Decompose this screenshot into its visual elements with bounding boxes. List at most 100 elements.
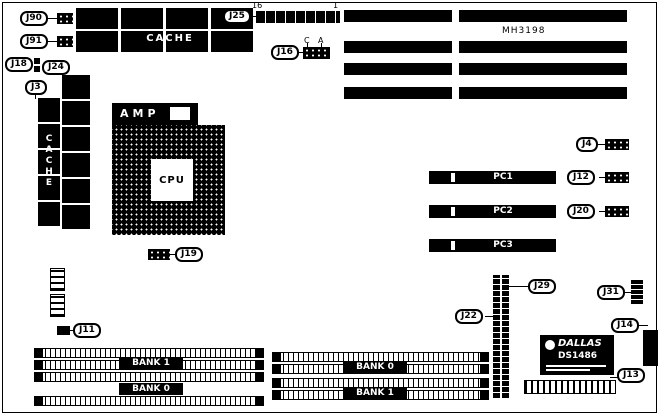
dallas-rtc-chip: DALLAS DS1486 — [540, 335, 614, 375]
callout-j12: J12 — [567, 170, 595, 185]
callout-j31: J31 — [597, 285, 625, 300]
pin-tick — [321, 43, 322, 47]
cache-chip — [62, 101, 90, 125]
callout-j90: J90 — [20, 11, 48, 26]
cache-chip — [38, 124, 60, 148]
isa-slot — [344, 63, 452, 75]
callout-j18: J18 — [5, 57, 33, 72]
callout-j24: J24 — [42, 60, 70, 75]
cpu-label: CPU — [159, 174, 185, 186]
callout-lead — [70, 330, 74, 331]
dallas-fineprint-mark — [546, 369, 590, 371]
simm-socket — [34, 396, 264, 406]
bank-label: BANK 1 — [119, 357, 183, 369]
callout-lead — [509, 286, 528, 287]
cache-chip — [38, 202, 60, 226]
isa-slot — [344, 10, 452, 22]
cache-chip — [121, 8, 163, 29]
pin-letter-c: C — [304, 36, 310, 45]
callout-lead — [299, 52, 303, 53]
callout-j20: J20 — [567, 204, 595, 219]
dallas-part: DS1486 — [558, 351, 598, 361]
cache-chip — [166, 31, 208, 52]
isa-slot — [459, 10, 627, 22]
connector-j12 — [605, 172, 629, 183]
pin-header-strip — [50, 268, 65, 291]
callout-lead — [485, 316, 493, 317]
slot-key-notch — [451, 173, 455, 182]
cache-chip — [62, 179, 90, 203]
callout-j13: J13 — [617, 368, 645, 383]
amp-chip: AMP — [112, 103, 198, 125]
cache-chip — [76, 31, 118, 52]
callout-lead — [638, 325, 648, 326]
callout-j3: J3 — [25, 80, 47, 95]
connector-j4 — [605, 139, 629, 150]
callout-j14: J14 — [611, 318, 639, 333]
callout-lead — [35, 95, 36, 99]
callout-lead — [251, 16, 256, 17]
pci-slot-label: PC2 — [493, 206, 513, 216]
amp-notch — [170, 107, 190, 120]
connector-j90 — [57, 13, 73, 24]
callout-lead — [623, 292, 631, 293]
callout-j29: J29 — [528, 279, 556, 294]
pin-letter-a: A — [318, 36, 324, 45]
cpu-socket: CPU — [112, 125, 225, 235]
cache-chip — [121, 31, 163, 52]
pci-slot-pc2: PC2 — [429, 205, 556, 218]
isa-slot — [344, 87, 452, 99]
cache-chip — [62, 75, 90, 99]
callout-lead — [170, 254, 175, 255]
cache-chip — [38, 150, 60, 174]
bank-label: BANK 0 — [343, 361, 407, 373]
cache-chip — [62, 205, 90, 229]
bank-label: BANK 0 — [119, 383, 183, 395]
slot-key-notch — [451, 207, 455, 216]
cache-chip — [211, 31, 253, 52]
connector-j18 — [34, 58, 40, 64]
callout-lead — [599, 211, 605, 212]
connector-j25-strip — [256, 11, 340, 23]
pin-tick — [307, 43, 308, 47]
isa-slot — [459, 63, 627, 75]
callout-j19: J19 — [175, 247, 203, 262]
simm-socket — [34, 372, 264, 382]
callout-lead — [610, 377, 618, 378]
connector-j20 — [605, 206, 629, 217]
bank-label: BANK 1 — [343, 387, 407, 399]
connector-j31 — [631, 280, 643, 305]
callout-lead — [48, 41, 57, 42]
connector-j24 — [34, 66, 40, 72]
connector-j13-strip — [524, 380, 616, 394]
pci-slot-pc3: PC3 — [429, 239, 556, 252]
cache-chip — [38, 176, 60, 200]
callout-j25: J25 — [223, 9, 251, 24]
connector-j91 — [57, 36, 73, 47]
cache-top-label: CACHE — [146, 33, 194, 44]
connector-j11 — [57, 326, 70, 335]
cache-chip — [62, 127, 90, 151]
cache-left-label: CACHE — [45, 134, 53, 188]
connector-j14 — [643, 330, 658, 366]
dallas-logo-icon — [545, 340, 555, 350]
isa-slot — [459, 87, 627, 99]
isa-slot — [459, 41, 627, 53]
pci-slot-label: PC1 — [493, 172, 513, 182]
pin-strip-j29-j22 — [493, 275, 509, 399]
slot-key-notch — [451, 241, 455, 250]
connector-j19 — [148, 249, 170, 260]
pci-slot-pc1: PC1 — [429, 171, 556, 184]
callout-j91: J91 — [20, 34, 48, 49]
cache-chip — [76, 8, 118, 29]
isa-slot — [344, 41, 452, 53]
cache-chip — [166, 8, 208, 29]
callout-j16: J16 — [271, 45, 299, 60]
cache-chip — [38, 98, 60, 122]
pin-number-16: 16 — [252, 1, 263, 10]
callout-lead — [48, 18, 57, 19]
connector-j16 — [303, 47, 330, 59]
cpu-label-box: CPU — [151, 159, 193, 201]
